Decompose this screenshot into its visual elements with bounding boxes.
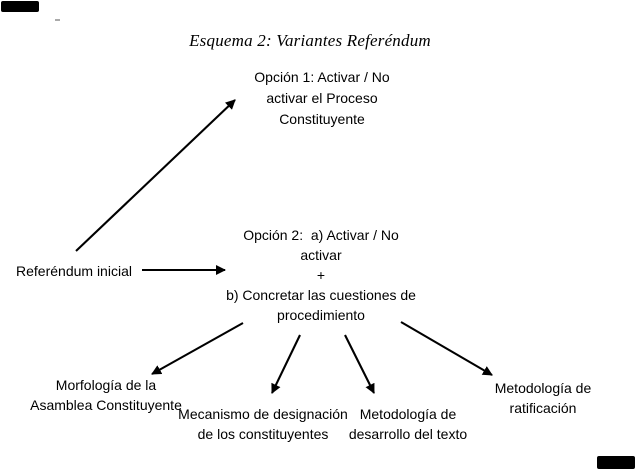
node-morfologia-asamblea: Morfología de la Asamblea Constituyente	[30, 377, 182, 413]
node-metodologia-desarrollo: Metodología de desarrollo del texto	[348, 406, 468, 442]
arrow-opcion2-to-metodologia-desarrollo-icon	[344, 334, 375, 394]
node-opcion-2: Opción 2: a) Activar / No activar + b) C…	[226, 227, 416, 323]
node-mecanismo-designacion: Mecanismo de designación de los constitu…	[178, 406, 348, 442]
node-referendum-inicial: Referéndum inicial	[16, 263, 132, 279]
redaction-box-top-left	[1, 1, 39, 12]
node-metodologia-ratificacion: Metodología de ratificación	[494, 380, 592, 416]
arrow-opcion2-to-metodologia-ratificacion-icon	[400, 321, 493, 376]
arrow-opcion2-to-morfologia-icon	[151, 322, 244, 375]
node-opcion-1: Opción 1: Activar / No activar el Proces…	[254, 69, 390, 127]
scan-artifact-dash	[55, 19, 60, 21]
arrow-opcion2-to-mecanismo-icon	[271, 334, 301, 394]
diagram-title: Esquema 2: Variantes Referéndum	[189, 31, 431, 50]
redaction-box-bottom-right	[597, 456, 635, 469]
